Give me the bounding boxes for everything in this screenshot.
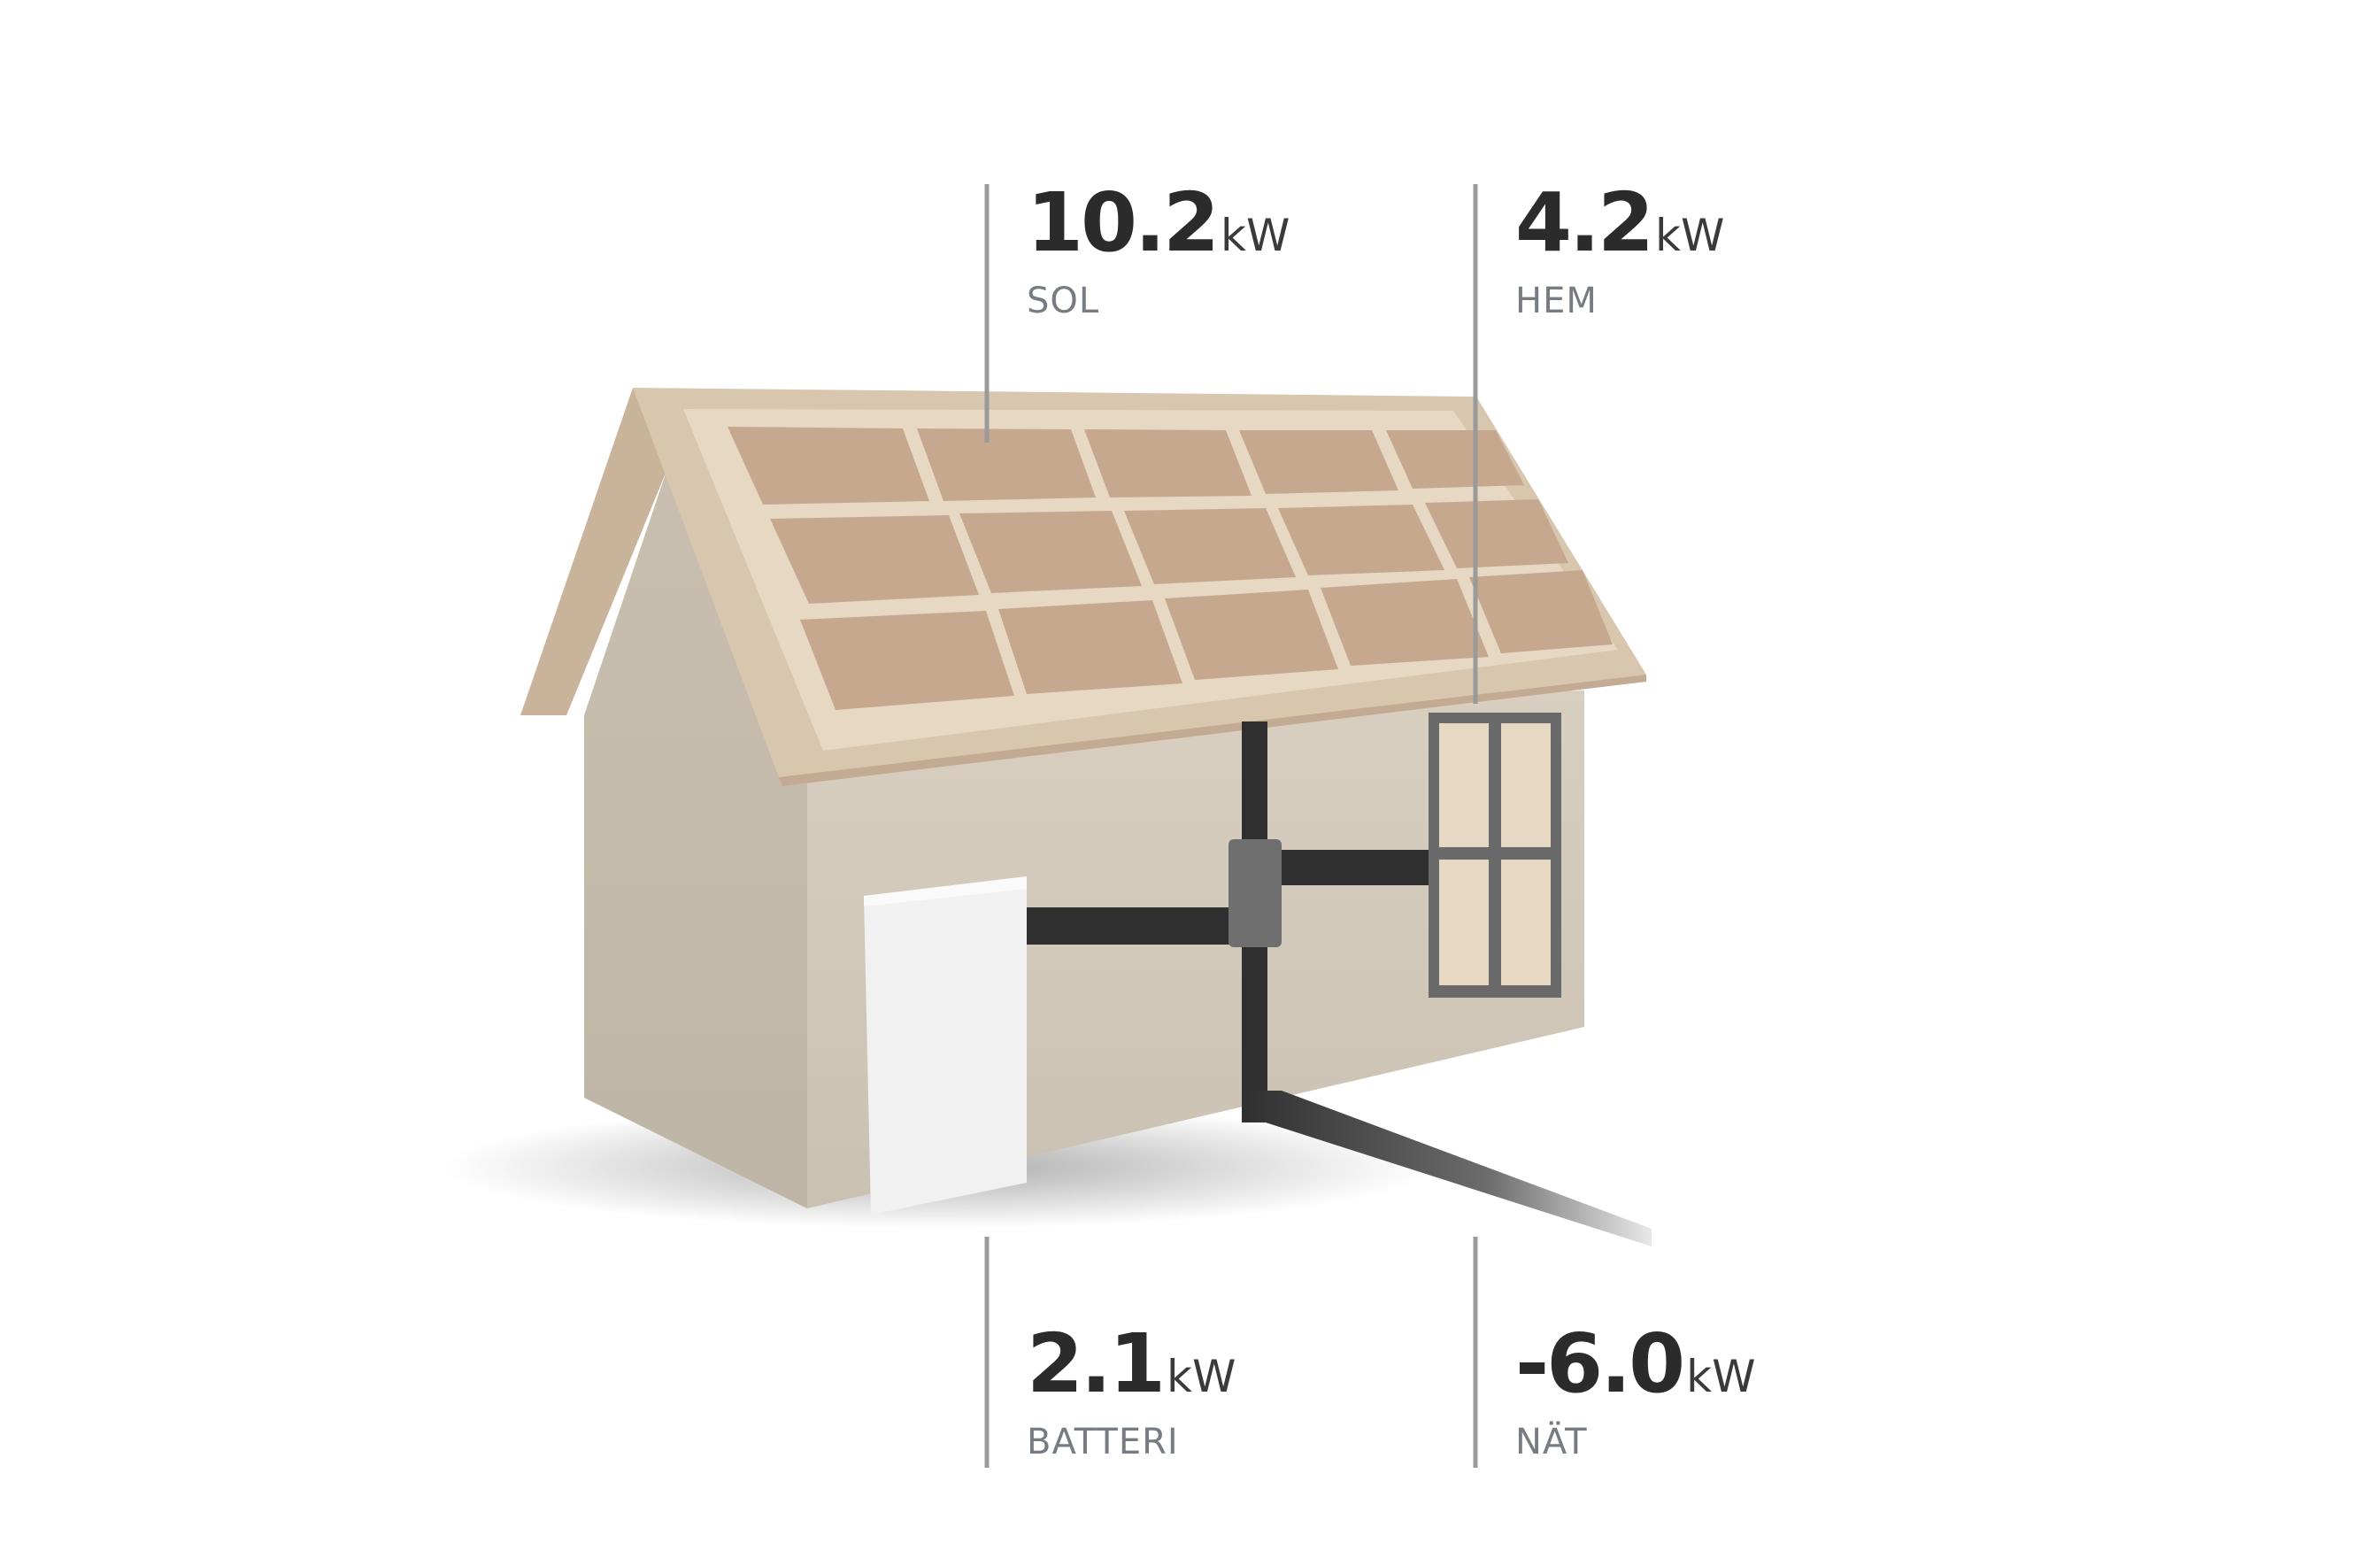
solar-panels bbox=[728, 427, 1613, 710]
solar-panel-icon bbox=[1239, 430, 1398, 494]
window-icon bbox=[1429, 713, 1561, 998]
solar-panel-icon bbox=[1321, 579, 1489, 666]
solar-power-unit: kW bbox=[1221, 210, 1290, 261]
solar-panel-icon bbox=[1386, 430, 1524, 489]
cable-grid bbox=[1242, 1091, 1652, 1246]
battery-label: BATTERI bbox=[1027, 1422, 1179, 1462]
cable-battery bbox=[1025, 907, 1255, 945]
solar-panel-icon bbox=[917, 428, 1096, 501]
solar-panel-icon bbox=[1084, 429, 1252, 498]
grid-power-value: -6.0 bbox=[1515, 1316, 1685, 1411]
solar-panel-icon bbox=[770, 515, 979, 604]
solar-panel-icon bbox=[728, 427, 929, 505]
grid-power-unit: kW bbox=[1686, 1351, 1756, 1402]
solar-panel-icon bbox=[1469, 570, 1613, 653]
gateway-box-icon bbox=[1229, 839, 1282, 947]
battery-unit-icon bbox=[864, 876, 1027, 1215]
battery-power-unit: kW bbox=[1166, 1351, 1236, 1402]
solar-panel-icon bbox=[959, 511, 1142, 593]
grid-readout: -6.0kW NÄT bbox=[1515, 1316, 1756, 1462]
battery-readout: 2.1kW BATTERI bbox=[1027, 1316, 1236, 1462]
cable-window bbox=[1255, 850, 1432, 885]
home-power-value: 4.2 bbox=[1515, 175, 1654, 270]
solar-panel-icon bbox=[1425, 499, 1568, 568]
roof-fascia bbox=[779, 675, 1646, 786]
home-label: HEM bbox=[1515, 281, 1598, 321]
home-readout: 4.2kW HEM bbox=[1515, 175, 1725, 321]
solar-panel-icon bbox=[800, 611, 1014, 710]
solar-panel-icon bbox=[998, 600, 1182, 694]
solar-label: SOL bbox=[1027, 281, 1100, 321]
solar-panel-icon bbox=[1165, 590, 1338, 680]
home-power-unit: kW bbox=[1654, 210, 1725, 261]
grid-label: NÄT bbox=[1515, 1422, 1588, 1462]
roof-gable-edge bbox=[520, 388, 666, 715]
battery-power-value: 2.1 bbox=[1027, 1316, 1166, 1411]
solar-readout: 10.2kW SOL bbox=[1027, 175, 1290, 321]
solar-panel-icon bbox=[1124, 508, 1296, 584]
solar-panel-icon bbox=[1278, 505, 1444, 575]
solar-power-value: 10.2 bbox=[1027, 175, 1220, 270]
